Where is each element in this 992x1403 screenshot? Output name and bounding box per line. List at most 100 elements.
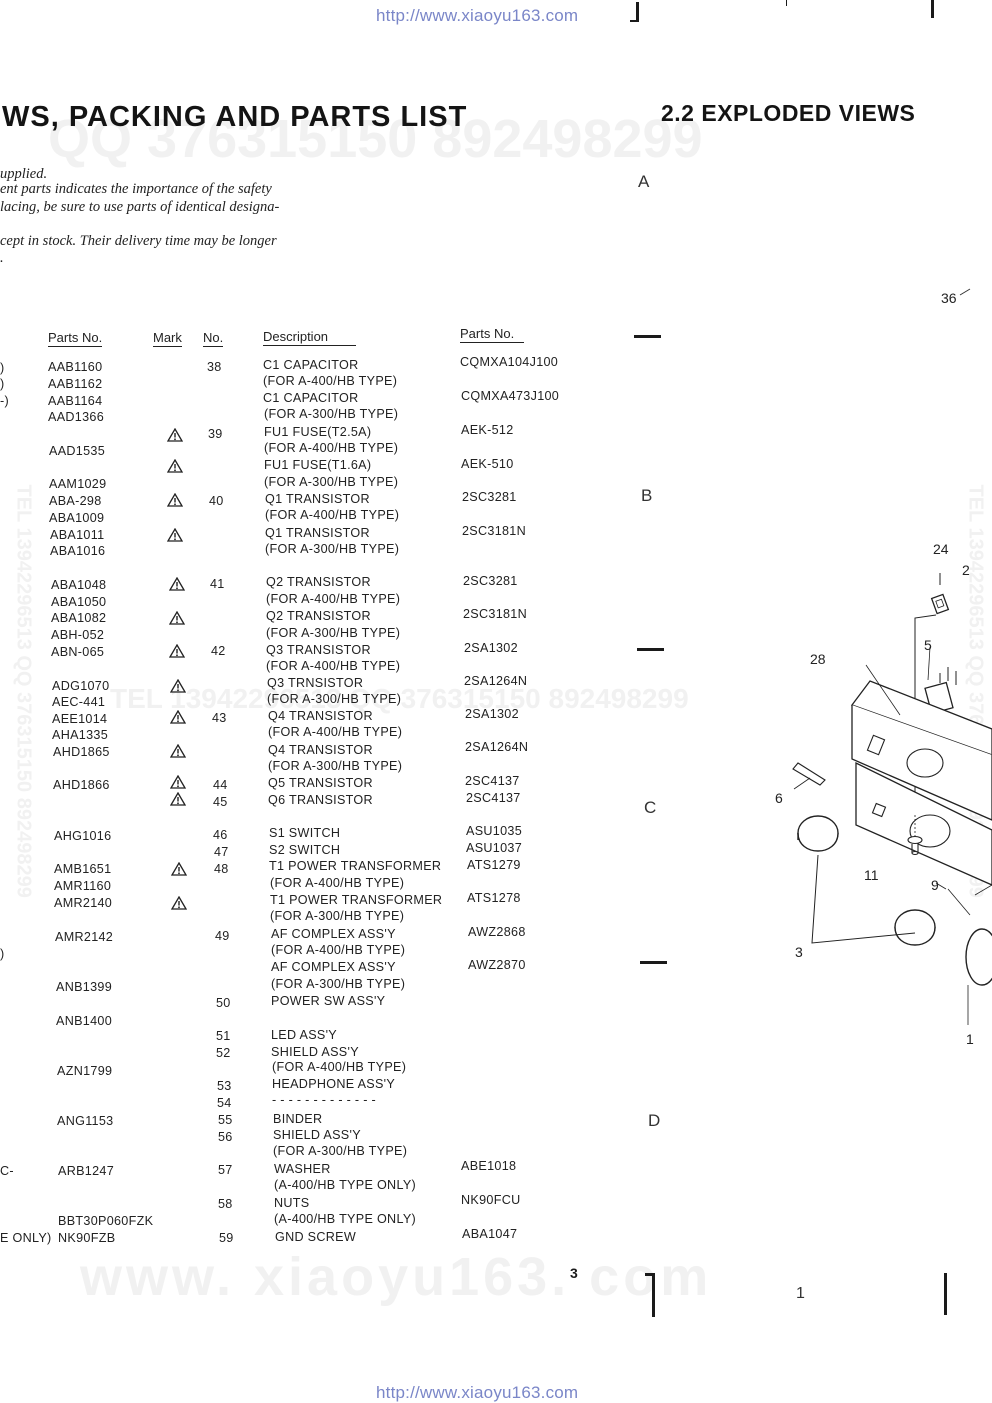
description-cell: Q4 TRANSISTOR: [268, 709, 373, 723]
table-row: AHG1016: [54, 829, 112, 843]
footer-url[interactable]: http://www.xiaoyu163.com: [376, 1383, 579, 1402]
safety-warning-icon: [170, 710, 186, 724]
part-number: AEK-510: [461, 457, 514, 471]
table-row: AAM1029: [49, 477, 107, 491]
table-row: AMR1160: [54, 879, 112, 893]
table-row: AAD1535: [49, 444, 106, 458]
safety-warning-icon: [169, 611, 185, 625]
section-letter-b: B: [641, 486, 653, 505]
description-cell: Q3 TRNSISTOR: [267, 676, 364, 690]
safety-warning-icon: [167, 459, 183, 473]
table-row: AZN1799: [57, 1064, 113, 1078]
description-cell: (FOR A-400/HB TYPE): [272, 1060, 407, 1074]
part-number: ASU1037: [466, 841, 523, 855]
description-cell: (FOR A-300/HB TYPE): [264, 407, 399, 421]
description-cell: T1 POWER TRANSFORMER: [270, 893, 443, 907]
table-row: ANG1153: [57, 1114, 114, 1128]
description-cell: Q1 TRANSISTOR: [265, 526, 370, 540]
table-row: ABA-298: [49, 494, 102, 508]
item-number: 46: [213, 828, 228, 842]
table-row: ANB1400: [56, 1014, 113, 1028]
description-cell: (A-400/HB TYPE ONLY): [274, 1212, 417, 1226]
diagram-label: 36: [941, 290, 957, 306]
description-cell: (FOR A-400/HB TYPE): [266, 592, 401, 606]
description-cell: C1 CAPACITOR: [263, 358, 359, 372]
safety-warning-icon: [167, 528, 183, 542]
table-row: ABA1048: [51, 578, 107, 592]
description-cell: S1 SWITCH: [269, 826, 341, 840]
edge-fragment: C-: [0, 1164, 14, 1178]
table-row: ABN-065: [51, 645, 105, 659]
part-number: 2SA1302: [465, 707, 519, 721]
part-number: 2SC4137: [465, 774, 520, 788]
part-number: ATS1279: [467, 858, 521, 872]
site-watermark: www. xiaoyu163. com: [80, 1247, 713, 1307]
item-number: 52: [216, 1046, 231, 1060]
qq-watermark: QQ 376315150 892498299: [48, 109, 703, 169]
description-cell: AF COMPLEX ASS'Y: [271, 927, 396, 941]
registration-mark: [786, 0, 787, 6]
item-number: 41: [210, 577, 225, 591]
diagram-label: 2: [962, 562, 970, 578]
mark-header: Mark: [153, 330, 182, 347]
part-number: 2SC3181N: [462, 524, 527, 538]
part-number: AEK-512: [461, 423, 514, 437]
description-cell: (FOR A-400/HB TYPE): [266, 659, 401, 673]
tel-watermark-vertical-left: TEL 13942296513 QQ 376315150 892498299: [12, 484, 35, 898]
diagram-label: 9: [931, 877, 939, 893]
header-url[interactable]: http://www.xiaoyu163.com: [376, 6, 579, 25]
no-header: No.: [203, 330, 224, 347]
part-number: 2SC3181N: [463, 607, 528, 621]
description-cell: FU1 FUSE(T1.6A): [264, 458, 372, 472]
edge-fragment: E ONLY): [0, 1231, 52, 1245]
description-cell: (A-400/HB TYPE ONLY): [274, 1178, 417, 1192]
item-number: 40: [209, 494, 224, 508]
description-cell: - - - - - - - - - - - - -: [272, 1093, 377, 1107]
part-number: AWZ2868: [468, 925, 526, 939]
section-letter-a: A: [638, 172, 650, 191]
description-cell: AF COMPLEX ASS'Y: [271, 960, 396, 974]
part-number: NK90FCU: [461, 1193, 521, 1207]
part-number: 2SC3281: [462, 490, 517, 504]
description-cell: GND SCREW: [275, 1230, 357, 1244]
item-number: 49: [215, 929, 230, 943]
note-line-5: .: [0, 250, 4, 266]
item-number: 56: [218, 1130, 233, 1144]
item-number: 53: [217, 1079, 232, 1093]
description-cell: (FOR A-300/HB TYPE): [264, 475, 399, 489]
description-cell: (FOR A-400/HB TYPE): [268, 725, 403, 739]
safety-warning-icon: [170, 792, 186, 806]
item-number: 39: [208, 427, 223, 441]
part-number: 2SC3281: [463, 574, 518, 588]
description-cell: SHIELD ASS'Y: [273, 1128, 361, 1142]
description-cell: WASHER: [274, 1162, 331, 1176]
edge-fragment: ): [0, 361, 5, 375]
description-cell: Q1 TRANSISTOR: [265, 492, 370, 506]
description-cell: Q3 TRANSISTOR: [266, 643, 371, 657]
section-divider-mark: [637, 648, 664, 651]
description-cell: POWER SW ASS'Y: [271, 994, 386, 1008]
description-cell: LED ASS'Y: [271, 1028, 338, 1042]
item-number: 43: [212, 711, 227, 725]
bottom-number: 1: [796, 1285, 805, 1302]
table-row: AHD1865: [53, 745, 110, 759]
exploded-views-title: 2.2 EXPLODED VIEWS: [661, 100, 916, 126]
safety-warning-icon: [170, 775, 186, 789]
table-row: ARB1247: [58, 1164, 115, 1178]
part-number: CQMXA104J100: [460, 355, 559, 369]
item-number: 45: [213, 795, 228, 809]
part-number: 2SA1264N: [464, 674, 528, 688]
table-row: BBT30P060FZK: [58, 1214, 154, 1228]
item-number: 38: [207, 360, 222, 374]
diagram-label: 11: [864, 867, 879, 883]
description-cell: (FOR A-300/HB TYPE): [270, 909, 405, 923]
table-row: AEE1014: [52, 712, 108, 726]
table-row: ABA1082: [51, 611, 107, 625]
table-row: ABA1016: [50, 544, 106, 558]
description-cell: (FOR A-300/HB TYPE): [273, 1144, 408, 1158]
description-cell: (FOR A-400/HB TYPE): [270, 876, 405, 890]
right-parts-header: Parts No.: [460, 326, 525, 343]
safety-warning-icon: [167, 428, 183, 442]
table-row: NK90FZB: [58, 1231, 116, 1245]
part-number: ABE1018: [461, 1159, 517, 1173]
